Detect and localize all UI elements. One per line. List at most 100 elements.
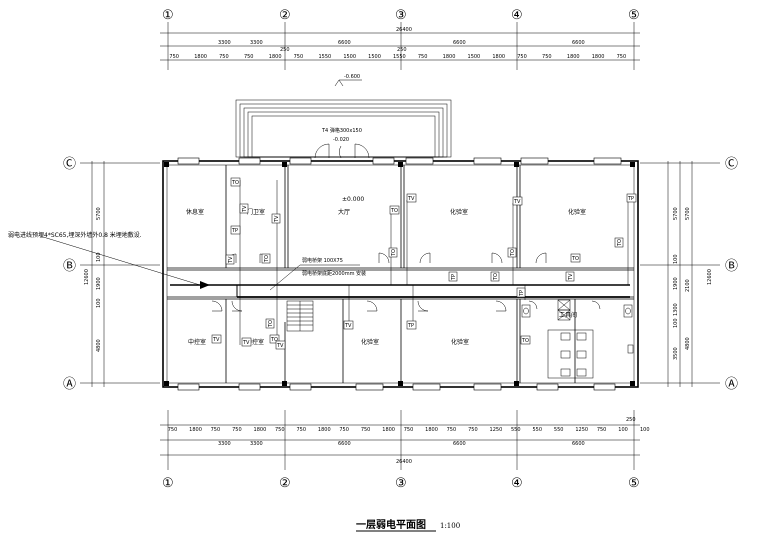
bottom-detail-dim: 1800 (318, 427, 331, 433)
svg-text:6600: 6600 (338, 441, 351, 447)
top-detail-dim: 750 (169, 54, 179, 60)
device-tag-label: TP (231, 228, 238, 234)
room-lab-s2: 化验室 (451, 338, 469, 346)
device-tag: TO (520, 335, 531, 345)
axis-4-top: ④ (511, 8, 523, 23)
axis-2-top: ② (279, 8, 291, 23)
device-tag-label: TV (228, 256, 234, 264)
device-tag: TV (343, 320, 354, 330)
svg-text:100: 100 (96, 252, 102, 262)
top-dimension-lines (160, 32, 640, 61)
svg-text:12600: 12600 (707, 269, 713, 285)
bottom-detail-dim: 550 (554, 427, 564, 433)
svg-text:1300: 1300 (673, 303, 679, 316)
stairs (286, 300, 314, 332)
axis-c-right: Ⓒ (725, 157, 738, 172)
axis-1-bottom: ① (162, 476, 174, 491)
bottom-detail-dim: 100 (618, 427, 628, 433)
device-tag: TO (507, 247, 517, 258)
drawing-title: 一层弱电平面图 1:100 (356, 518, 460, 532)
svg-text:100: 100 (673, 254, 679, 264)
device-tag-label: TP (627, 196, 634, 202)
room-restroom: 休息室 (186, 208, 204, 216)
room-labels: 休息室 门卫室 大厅 化验室 化验室 中控室 中控室 化验室 化验室 工具间 (186, 208, 586, 346)
device-tag: TP (448, 271, 458, 282)
device-tag-label: TP (451, 274, 457, 281)
bottom-extra-100: 100 (640, 427, 650, 433)
device-tag: TO (570, 253, 581, 263)
top-detail-dim: 1500 (343, 54, 356, 60)
bottom-detail-dim: 750 (296, 427, 306, 433)
bottom-windows (177, 383, 616, 391)
axis-labels-top: ① ② ③ ④ ⑤ (162, 8, 640, 23)
doors (211, 143, 601, 312)
room-tool: 工具间 (559, 311, 577, 319)
device-tag: TO (614, 237, 624, 248)
device-tag: TP (230, 225, 241, 235)
left-dims: 5700 12600 100 1900 100 4800 (84, 207, 102, 352)
svg-text:5700: 5700 (96, 207, 102, 220)
device-tag-label: TV (513, 199, 521, 205)
axis-a-left: Ⓐ (63, 377, 76, 392)
svg-text:5700: 5700 (673, 207, 679, 220)
bottom-detail-dim: 550 (511, 427, 521, 433)
canopy-label: T4 弹格300x150 (321, 127, 362, 134)
axis-3-top: ③ (395, 8, 407, 23)
axis-b-left: Ⓑ (63, 259, 76, 274)
top-250-b: 250 (397, 47, 407, 53)
device-tag: TP (406, 320, 417, 330)
top-detail-dim: 1800 (492, 54, 505, 60)
bottom-mid-dims: 3300 3300 6600 6600 6600 (218, 441, 585, 447)
svg-text:1900: 1900 (673, 277, 679, 290)
bottom-detail-dim: 750 (361, 427, 371, 433)
side-dimension-lines (91, 161, 693, 387)
top-detail-dim: 750 (617, 54, 627, 60)
axis-a-right: Ⓐ (725, 377, 738, 392)
top-detail-dim: 750 (219, 54, 229, 60)
device-tag-label: TV (344, 323, 352, 329)
top-mid-dims: 3300 3300 6600 6600 6600 (218, 40, 585, 46)
axis-labels-bottom: ① ② ③ ④ ⑤ (162, 476, 640, 491)
svg-text:5700: 5700 (685, 207, 691, 220)
axis-3-bottom: ③ (395, 476, 407, 491)
device-tag: TV (406, 193, 417, 203)
device-tag: TV (275, 340, 286, 350)
svg-text:2100: 2100 (685, 279, 691, 292)
axis-c-left: Ⓒ (63, 157, 76, 172)
bottom-detail-dim: 1250 (575, 427, 588, 433)
device-tag: TV (241, 337, 252, 347)
top-detail-dim: 1500 (468, 54, 481, 60)
device-tag-label: TP (407, 323, 414, 329)
device-tag-label: TV (274, 215, 280, 223)
restroom-fixtures (521, 299, 634, 379)
bottom-detail-dim: 550 (532, 427, 542, 433)
svg-text:6600: 6600 (572, 40, 585, 46)
svg-text:-0.600: -0.600 (344, 74, 360, 80)
top-detail-dim: 1800 (194, 54, 207, 60)
device-tag: TV (271, 213, 281, 224)
svg-text:3300: 3300 (250, 441, 263, 447)
bottom-detail-dim: 1800 (189, 427, 202, 433)
room-lab-s1: 化验室 (361, 338, 379, 346)
device-tag-label: TO (390, 208, 398, 214)
cable-tray (170, 284, 630, 298)
device-tag: TV (211, 334, 222, 344)
top-detail-dim: 1550 (393, 54, 406, 60)
device-tag: TV (225, 254, 235, 265)
bottom-detail-dim: 750 (211, 427, 221, 433)
top-detail-dim: 750 (244, 54, 254, 60)
device-tag: TO (389, 205, 400, 215)
elevation-top: -0.600 (334, 74, 362, 87)
axis-labels-right: Ⓒ Ⓑ Ⓐ (725, 157, 738, 392)
columns (164, 162, 635, 386)
bottom-dimension-lines (160, 424, 640, 456)
bottom-detail-dim: 1250 (490, 427, 503, 433)
top-total-dim: 26400 (396, 27, 412, 33)
tray-note: 弱电桥架 100X75 弱电桥架底距2000mm 安装 (269, 257, 366, 291)
axis-5-top: ⑤ (628, 8, 640, 23)
axis-labels-left: Ⓒ Ⓑ Ⓐ (63, 157, 76, 392)
svg-text:1900: 1900 (96, 277, 102, 290)
top-detail-dim: 1800 (269, 54, 282, 60)
svg-text:4800: 4800 (96, 339, 102, 352)
